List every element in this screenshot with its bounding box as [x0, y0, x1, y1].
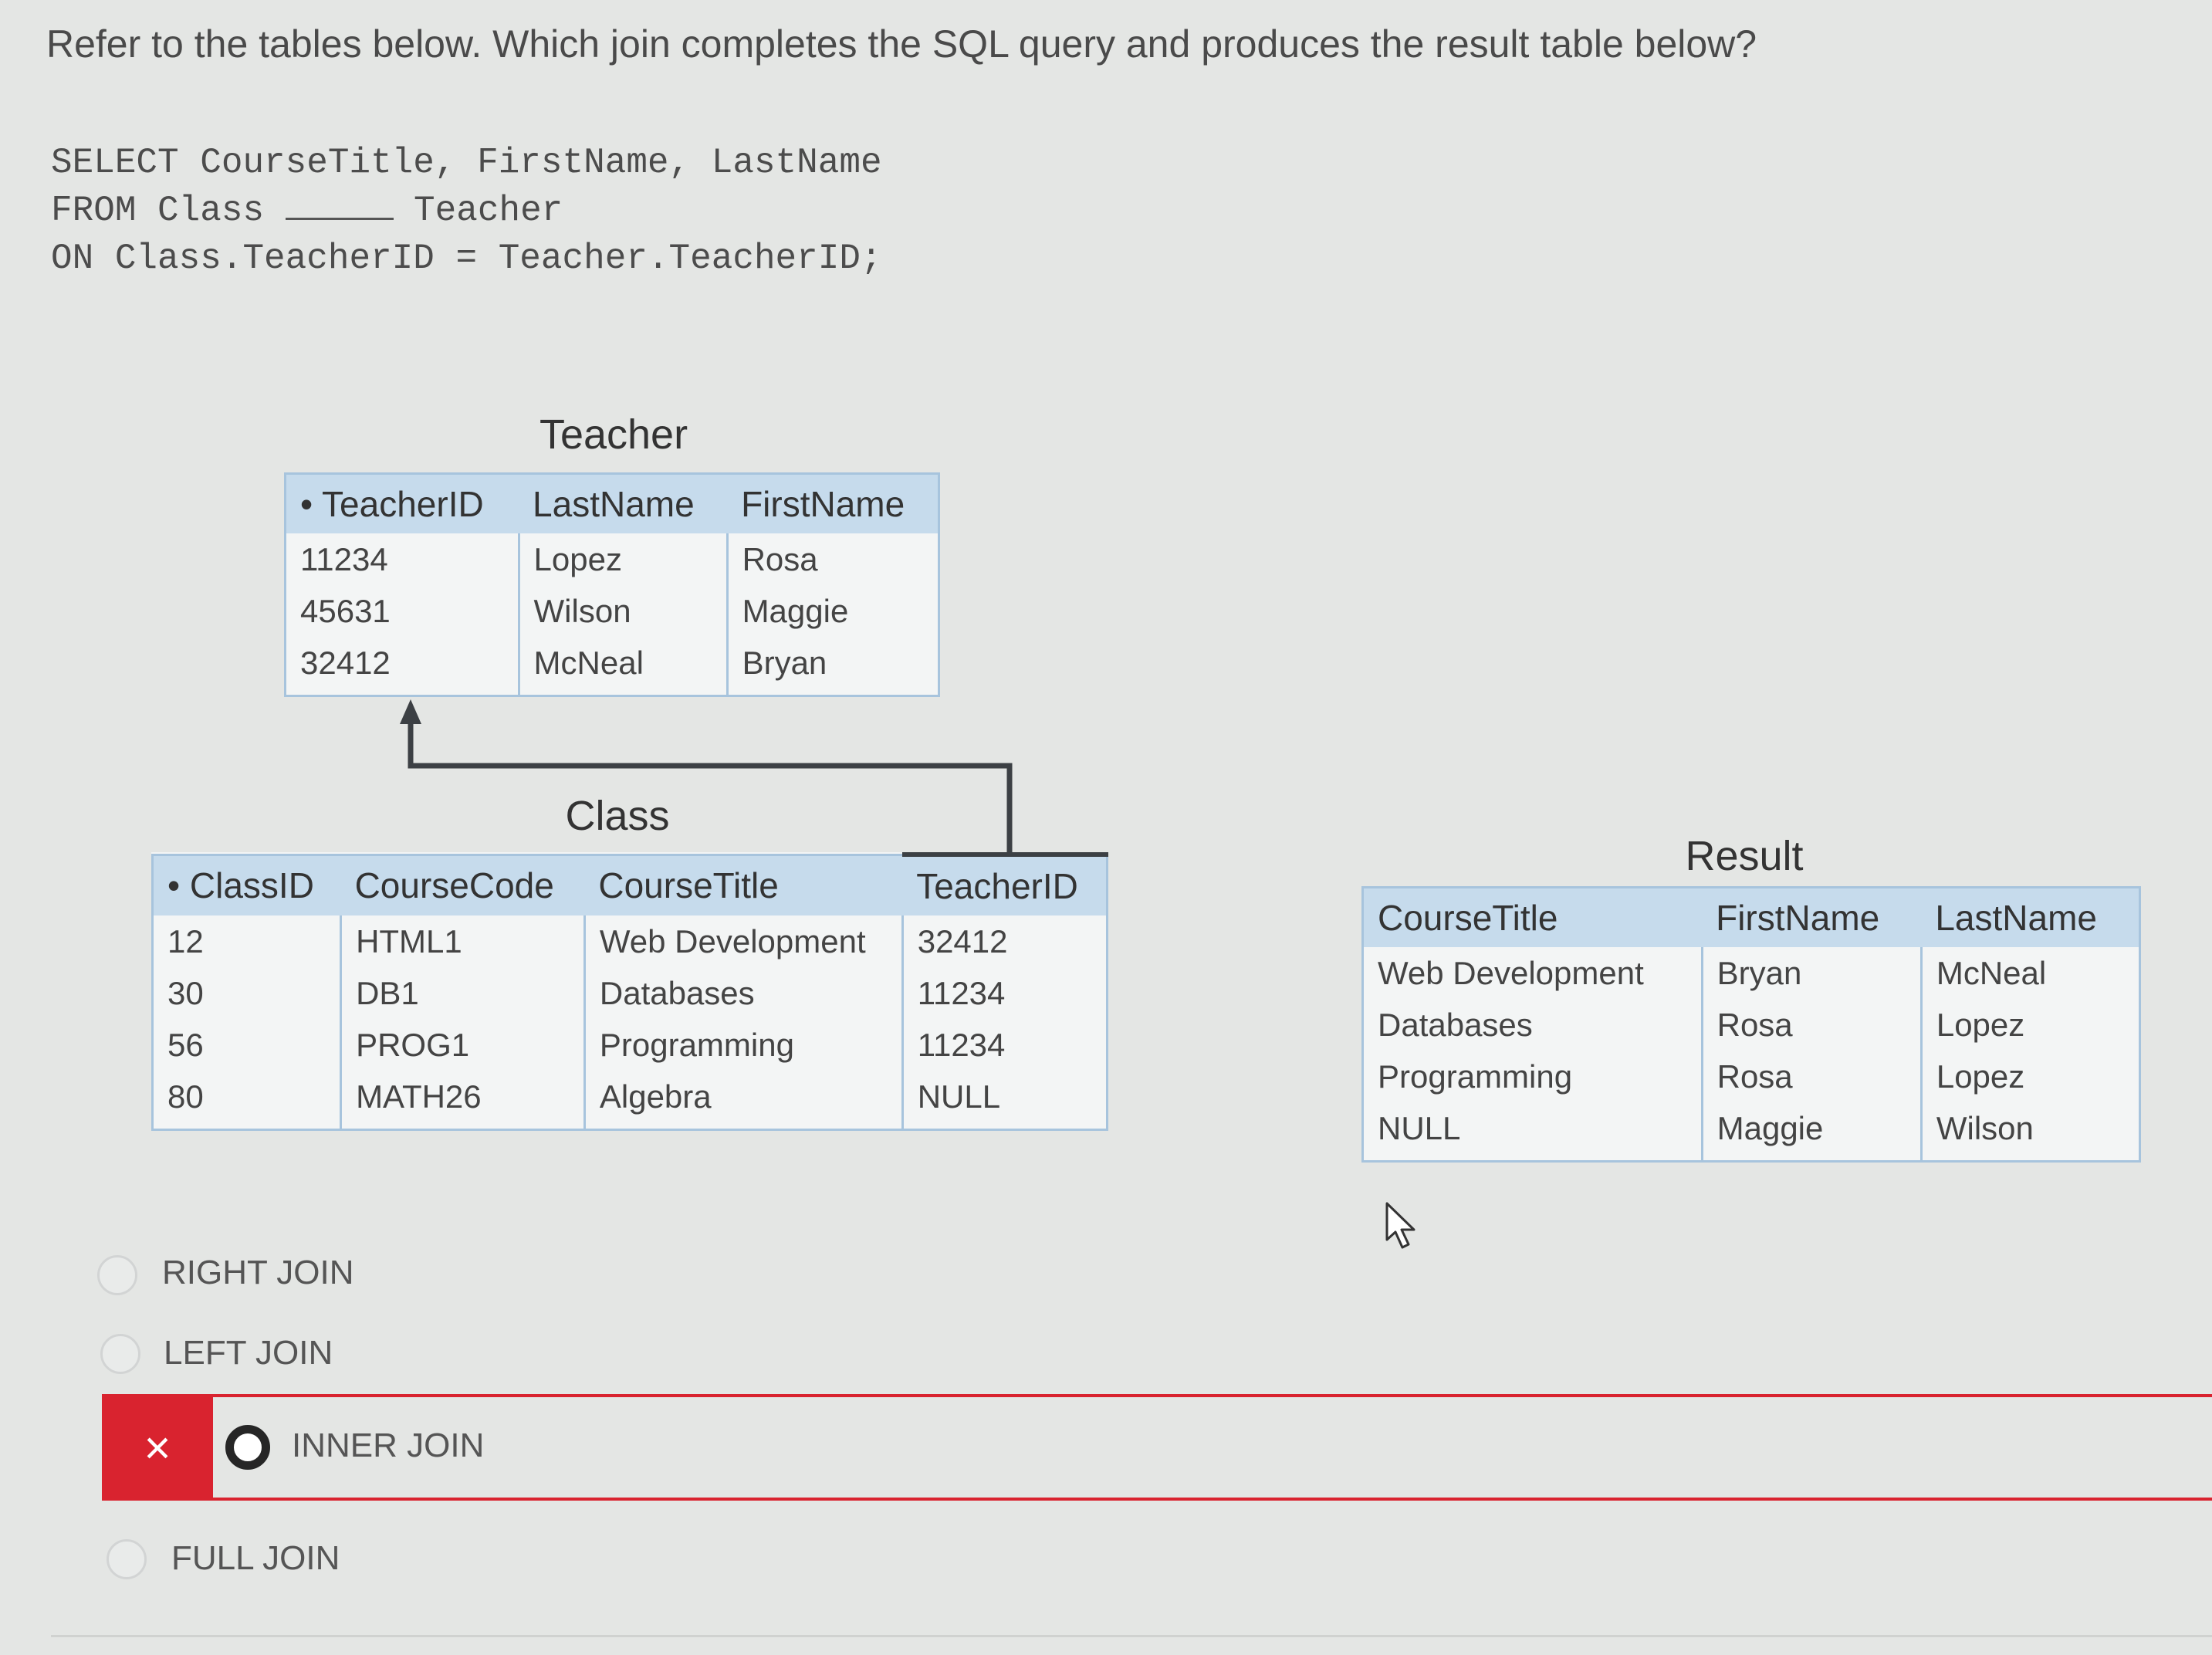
- table-cell: Lopez: [1919, 999, 2140, 1051]
- table-cell: 32412: [300, 644, 391, 681]
- table-cell: HTML1: [340, 915, 585, 967]
- table-row: 32412 McNeal Bryan: [286, 637, 939, 696]
- table-cell: Wilson: [517, 585, 728, 637]
- class-table-title: Class: [565, 793, 670, 839]
- table-cell: Programming: [1378, 1058, 1573, 1095]
- result-table-header-row: CourseTitle FirstName LastName: [1362, 887, 2140, 947]
- table-row: Web Development Bryan McNeal: [1363, 947, 2140, 999]
- table-row: 30 DB1 Databases 11234: [153, 967, 1108, 1019]
- table-cell: Programming: [583, 1019, 903, 1071]
- result-header-coursetitle: CourseTitle: [1362, 887, 1703, 947]
- table-row: Databases Rosa Lopez: [1363, 999, 2140, 1051]
- table-cell: PROG1: [340, 1019, 585, 1071]
- sql-from-clause: FROM Class: [51, 191, 265, 231]
- table-cell: Wilson: [1919, 1102, 2140, 1162]
- result-header-lastname: LastName: [1921, 887, 2140, 947]
- table-cell: Web Development: [1378, 954, 1644, 991]
- table-row: 56 PROG1 Programming 11234: [153, 1019, 1108, 1071]
- teacher-header-firstname: FirstName: [727, 473, 939, 533]
- radio-right-join[interactable]: [97, 1255, 137, 1295]
- table-row: NULL Maggie Wilson: [1363, 1102, 2140, 1162]
- table-cell: Maggie: [725, 585, 939, 637]
- teacher-table: • TeacherID LastName FirstName 11234 Lop…: [284, 472, 940, 697]
- radio-inner-join[interactable]: [225, 1425, 270, 1470]
- table-cell: Algebra: [583, 1071, 903, 1130]
- table-cell: McNeal: [517, 637, 728, 696]
- class-header-teacherid: TeacherID: [902, 852, 1108, 915]
- table-cell: 80: [167, 1078, 204, 1115]
- table-cell: 45631: [300, 592, 391, 629]
- sql-line-on: ON Class.TeacherID = Teacher.TeacherID;: [51, 239, 882, 279]
- table-cell: Bryan: [725, 637, 939, 696]
- table-cell: Bryan: [1700, 947, 1922, 999]
- table-row: 12 HTML1 Web Development 32412: [153, 915, 1108, 967]
- sql-line-from: FROM Class Teacher: [51, 187, 882, 235]
- table-row: 45631 Wilson Maggie: [286, 585, 939, 637]
- class-table: • ClassID CourseCode CourseTitle Teacher…: [151, 852, 1108, 1131]
- option-left-join-label[interactable]: LEFT JOIN: [164, 1334, 333, 1372]
- sql-line-select: SELECT CourseTitle, FirstName, LastName: [51, 143, 882, 183]
- table-cell: NULL: [901, 1071, 1108, 1130]
- table-cell: 12: [167, 922, 204, 959]
- table-cell: 11234: [901, 967, 1108, 1019]
- class-header-classid: • ClassID: [152, 855, 341, 915]
- table-cell: Rosa: [1700, 999, 1922, 1051]
- radio-left-join[interactable]: [100, 1334, 140, 1374]
- table-cell: MATH26: [340, 1071, 585, 1130]
- table-cell: Databases: [1378, 1006, 1533, 1043]
- incorrect-answer-row: [102, 1394, 2212, 1501]
- table-cell: McNeal: [1919, 947, 2140, 999]
- table-cell: 11234: [901, 1019, 1108, 1071]
- mouse-cursor-icon: [1385, 1202, 1415, 1249]
- table-cell: Maggie: [1700, 1102, 1922, 1162]
- table-cell: DB1: [340, 967, 585, 1019]
- table-cell: Rosa: [1700, 1051, 1922, 1102]
- table-cell: NULL: [1378, 1109, 1461, 1146]
- table-cell: Rosa: [725, 533, 939, 585]
- table-cell: Lopez: [517, 533, 728, 585]
- table-cell: 11234: [300, 540, 388, 577]
- option-right-join-label[interactable]: RIGHT JOIN: [162, 1254, 354, 1291]
- table-row: 11234 Lopez Rosa: [286, 533, 939, 585]
- teacher-table-header-row: • TeacherID LastName FirstName: [285, 473, 939, 533]
- table-cell: 56: [167, 1026, 204, 1063]
- class-header-coursetitle: CourseTitle: [584, 855, 903, 915]
- teacher-header-teacherid: • TeacherID: [285, 473, 519, 533]
- radio-full-join[interactable]: [107, 1539, 147, 1579]
- question-text: Refer to the tables below. Which join co…: [46, 22, 1757, 66]
- teacher-header-lastname: LastName: [519, 473, 728, 533]
- class-header-coursecode: CourseCode: [340, 855, 585, 915]
- result-table-title: Result: [1685, 833, 1804, 879]
- arrow-head-icon: [400, 699, 421, 724]
- sql-join-table: Teacher: [414, 191, 563, 231]
- result-header-firstname: FirstName: [1702, 887, 1922, 947]
- option-full-join-label[interactable]: FULL JOIN: [171, 1539, 340, 1577]
- teacher-table-title: Teacher: [539, 411, 688, 458]
- table-row: 80 MATH26 Algebra NULL: [153, 1071, 1108, 1130]
- table-cell: 30: [167, 974, 204, 1011]
- divider: [51, 1635, 2212, 1637]
- table-cell: Databases: [583, 967, 903, 1019]
- result-table: CourseTitle FirstName LastName Web Devel…: [1361, 886, 2141, 1163]
- sql-blank: [286, 191, 394, 220]
- table-cell: Lopez: [1919, 1051, 2140, 1102]
- class-table-header-row: • ClassID CourseCode CourseTitle Teacher…: [152, 852, 1108, 915]
- table-cell: 32412: [901, 915, 1108, 967]
- table-row: Programming Rosa Lopez: [1363, 1051, 2140, 1102]
- option-inner-join-label[interactable]: INNER JOIN: [292, 1427, 485, 1464]
- table-cell: Web Development: [583, 915, 903, 967]
- incorrect-badge: ×: [102, 1394, 213, 1501]
- close-icon: ×: [144, 1421, 171, 1474]
